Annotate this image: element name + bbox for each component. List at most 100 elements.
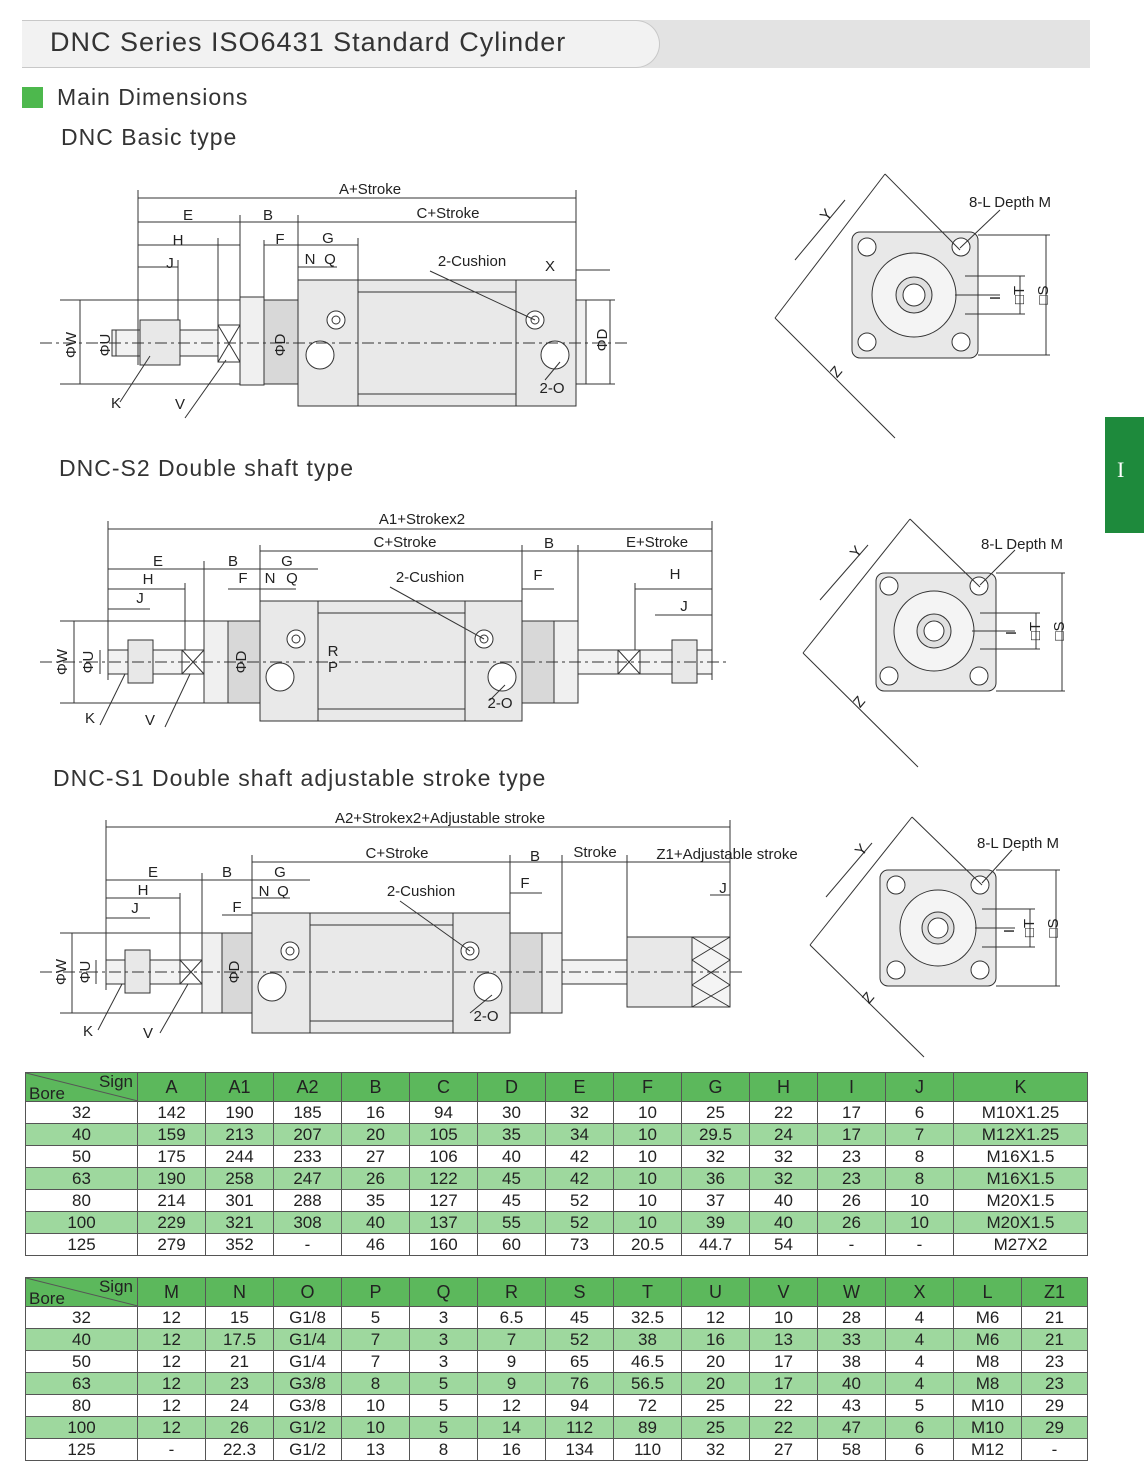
table-cell: 10 <box>613 1145 682 1168</box>
column-header: V <box>749 1277 818 1307</box>
table-cell: 190 <box>205 1101 274 1124</box>
table-cell: M16X1.5 <box>953 1167 1088 1190</box>
table-cell: 17.5 <box>205 1328 274 1351</box>
dim-e: E <box>153 553 163 570</box>
corner-sign-label: Sign <box>98 1072 133 1091</box>
section-heading: Main Dimensions <box>57 84 249 110</box>
table-cell: 42 <box>545 1167 614 1190</box>
table-cell: 10 <box>885 1189 954 1212</box>
table-cell: 8 <box>341 1372 410 1395</box>
dim-q: Q <box>286 570 298 587</box>
dim-b-rear: B <box>530 848 540 865</box>
table-cell: 244 <box>205 1145 274 1168</box>
bore-cell: 80 <box>25 1189 138 1212</box>
table-cell: 32 <box>681 1145 750 1168</box>
table-cell: 8 <box>409 1438 478 1461</box>
column-header: I <box>817 1072 886 1102</box>
table-cell: 40 <box>817 1372 886 1395</box>
table-cell: 110 <box>613 1438 682 1461</box>
table-cell: M6 <box>953 1306 1022 1329</box>
end-t: □T <box>1027 622 1044 640</box>
dim-f-rear: F <box>533 567 542 584</box>
table-cell: 112 <box>545 1416 614 1439</box>
table-cell: 12 <box>477 1394 546 1417</box>
dim-u: ΦU <box>77 961 94 984</box>
table-cell: 20 <box>681 1372 750 1395</box>
column-header: T <box>613 1277 682 1307</box>
end-s: □S <box>1051 621 1068 640</box>
column-header: Z1 <box>1021 1277 1088 1307</box>
column-header: P <box>341 1277 410 1307</box>
table-cell: 308 <box>273 1211 342 1234</box>
basic-type-title: DNC Basic type <box>61 124 238 150</box>
page-title: DNC Series ISO6431 Standard Cylinder <box>50 27 567 57</box>
dim-h: H <box>173 232 184 249</box>
table-cell: 94 <box>545 1394 614 1417</box>
table-cell: 89 <box>613 1416 682 1439</box>
table-cell: 26 <box>341 1167 410 1190</box>
table-cell: 10 <box>341 1394 410 1417</box>
dim-b-rear: B <box>544 535 554 552</box>
column-header: S <box>545 1277 614 1307</box>
dim-h: H <box>138 882 149 899</box>
table-cell: 185 <box>273 1101 342 1124</box>
table-cell: 55 <box>477 1211 546 1234</box>
table-cell: 38 <box>613 1328 682 1351</box>
dim-g: G <box>322 230 334 247</box>
table-cell: 26 <box>205 1416 274 1439</box>
table-cell: M10 <box>953 1394 1022 1417</box>
table-cell: 40 <box>749 1189 818 1212</box>
bore-cell: 125 <box>25 1233 138 1256</box>
bore-cell: 100 <box>25 1416 138 1439</box>
dim-d-front: ΦD <box>272 333 289 356</box>
table-cell: 35 <box>341 1189 410 1212</box>
dim-k: K <box>111 395 121 412</box>
table-cell: 4 <box>885 1350 954 1373</box>
s1-end-view <box>809 816 1060 1058</box>
bore-cell: 100 <box>25 1211 138 1234</box>
chapter-side-tab: I <box>1105 417 1144 533</box>
dim-n: N <box>305 251 316 268</box>
table-cell: M27X2 <box>953 1233 1088 1256</box>
table-cell: 40 <box>749 1211 818 1234</box>
table-cell: 36 <box>681 1167 750 1190</box>
table-cell: 16 <box>681 1328 750 1351</box>
table-cell: 22 <box>749 1101 818 1124</box>
table-cell: G3/8 <box>273 1394 342 1417</box>
dim-w: ΦW <box>54 648 71 675</box>
table-cell: 4 <box>885 1372 954 1395</box>
table-cell: 13 <box>749 1328 818 1351</box>
dim-cushion: 2-Cushion <box>387 883 455 900</box>
table-cell: 5 <box>341 1306 410 1329</box>
table-cell: 4 <box>885 1306 954 1329</box>
dim-r: R <box>328 643 339 660</box>
table-cell: 23 <box>817 1145 886 1168</box>
table-cell: 301 <box>205 1189 274 1212</box>
dim-f: F <box>238 570 247 587</box>
end-z: Z <box>827 363 846 381</box>
s2-type-title: DNC-S2 Double shaft type <box>59 455 355 481</box>
table-cell: 258 <box>205 1167 274 1190</box>
s2-cylinder-body <box>259 600 523 722</box>
end-s: □S <box>1045 918 1062 937</box>
dim-cushion: 2-Cushion <box>438 253 506 270</box>
s2-end-view <box>802 518 1065 768</box>
table-cell: 214 <box>137 1189 206 1212</box>
bore-cell: 50 <box>25 1350 138 1373</box>
table-cell: 22 <box>749 1416 818 1439</box>
table-cell: 20 <box>341 1123 410 1146</box>
table-cell: 10 <box>341 1416 410 1439</box>
table-cell: G1/4 <box>273 1328 342 1351</box>
table-cell: 6 <box>885 1438 954 1461</box>
table-cell: 7 <box>477 1328 546 1351</box>
column-header: H <box>749 1072 818 1102</box>
column-header: G <box>681 1072 750 1102</box>
table-cell: 12 <box>137 1372 206 1395</box>
table-cell: 12 <box>681 1306 750 1329</box>
